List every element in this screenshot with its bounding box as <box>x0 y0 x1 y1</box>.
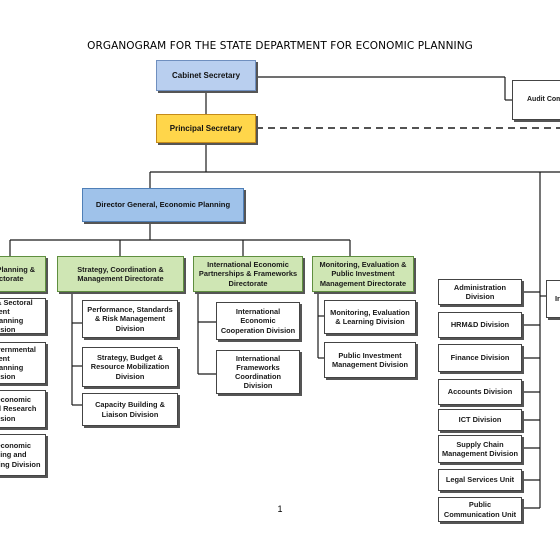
hrmd-division: HRM&D Division <box>438 312 522 338</box>
page-number: 1 <box>277 504 283 514</box>
ict-division: ICT Division <box>438 409 522 431</box>
strategy-division: Strategy, Budget & Resource Mobilization… <box>82 347 178 387</box>
directorate-strategy: Strategy, Coordination & Management Dire… <box>57 256 184 292</box>
directorate-planning: t Planning & rectorate <box>0 256 46 292</box>
principal-secretary-box: Principal Secretary <box>156 114 256 143</box>
international-division: International Frameworks Coordination Di… <box>216 350 300 394</box>
directorate-international: International Economic Partnerships & Fr… <box>193 256 303 292</box>
strategy-division: Capacity Building & Liaison Division <box>82 393 178 426</box>
directorate-monitoring: Monitoring, Evaluation & Public Investme… <box>312 256 414 292</box>
page-title: ORGANOGRAM FOR THE STATE DEPARTMENT FOR … <box>87 40 473 52</box>
cabinet-secretary-box: Cabinet Secretary <box>156 60 256 91</box>
strategy-division: Performance, Standards & Risk Management… <box>82 300 178 338</box>
legal-services-unit: Legal Services Unit <box>438 469 522 491</box>
planning-division: oeconomic nd Research ivision <box>0 390 46 428</box>
accounts-division: Accounts Division <box>438 379 522 405</box>
right-partial-box: Ir <box>546 280 560 318</box>
supply-chain-division: Supply Chain Management Division <box>438 435 522 463</box>
finance-division: Finance Division <box>438 344 522 372</box>
planning-division: oeconomic elling and sting Division <box>0 434 46 476</box>
international-division: International Economic Cooperation Divis… <box>216 302 300 340</box>
monitoring-division: Public Investment Management Division <box>324 342 416 378</box>
director-general-box: Director General, Economic Planning <box>82 188 244 222</box>
planning-division: l & Sectoral ment Planning ivision <box>0 298 46 334</box>
audit-committee-box: Audit Com <box>512 80 560 120</box>
planning-division: overnmental ment Planning ivision <box>0 342 46 384</box>
public-communication-unit: Public Communication Unit <box>438 497 522 522</box>
monitoring-division: Monitoring, Evaluation & Learning Divisi… <box>324 300 416 334</box>
administration-division: Administration Division <box>438 279 522 305</box>
